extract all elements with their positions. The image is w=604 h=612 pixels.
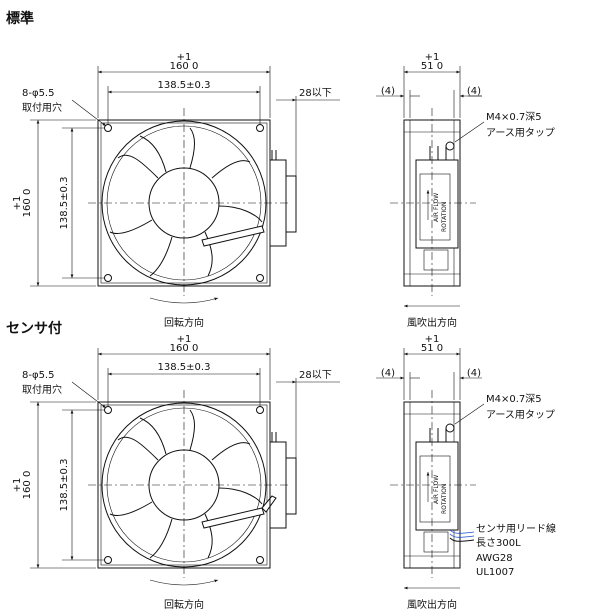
dim-v-outer: 160 0 xyxy=(22,471,33,500)
ground-tap-icon xyxy=(445,423,455,433)
tap-label: アース用タップ xyxy=(486,127,555,139)
dim-outer: 160 0 xyxy=(170,343,199,354)
label-rotation: ROTATION xyxy=(441,484,448,514)
rotation-label: 回転方向 xyxy=(164,316,204,329)
dim-v-pitch: 138.5±0.3 xyxy=(59,177,70,230)
dim-v-outer: 160 0 xyxy=(22,189,33,218)
dim-hole-pitch: 138.5±0.3 xyxy=(158,80,211,91)
dim-outer-tol: +1 xyxy=(177,52,192,63)
side-dim-tol: +1 xyxy=(425,52,440,63)
sensor-lead-wire xyxy=(449,529,475,534)
dim-v-tol: +1 xyxy=(12,196,23,211)
hole-spec: 8-φ5.5 xyxy=(22,370,54,381)
rotation-arrow-icon xyxy=(149,579,219,586)
dim-outer-tol: +1 xyxy=(177,334,192,345)
dim-v-pitch: 138.5±0.3 xyxy=(59,459,70,512)
side-view-sensor: AIR FLOW ROTATION +1 51 0 (4) (4) M4×0.7… xyxy=(376,334,556,611)
tap-label: アース用タップ xyxy=(486,409,555,421)
mounting-holes xyxy=(104,124,264,282)
depth-note: 28以下 xyxy=(299,370,332,381)
dim-outer: 160 0 xyxy=(170,61,199,72)
hole-spec: 8-φ5.5 xyxy=(22,88,54,99)
dim-hole-pitch: 138.5±0.3 xyxy=(158,362,211,373)
fan-blades xyxy=(109,127,263,277)
side-dim-right: (4) xyxy=(467,86,481,97)
side-dim-tol: +1 xyxy=(425,334,440,345)
lead-length: 長さ300L xyxy=(476,537,521,549)
depth-note: 28以下 xyxy=(299,88,332,99)
hole-label: 取付用穴 xyxy=(22,101,62,114)
section-heading-sensor: センサ付 xyxy=(6,321,62,337)
tap-spec: M4×0.7深5 xyxy=(486,111,542,123)
label-airflow: AIR FLOW xyxy=(433,193,440,222)
lead-ul: UL1007 xyxy=(476,567,514,578)
side-view-standard: AIR FLOW ROTATION +1 51 0 (4) (4) M4×0.7… xyxy=(376,52,555,329)
side-dim-left: (4) xyxy=(381,368,395,379)
side-dim-left: (4) xyxy=(381,86,395,97)
side-dim-right: (4) xyxy=(467,368,481,379)
terminal-box-cap xyxy=(285,175,297,233)
label-rotation: ROTATION xyxy=(441,202,448,232)
airflow-label: 風吹出方向 xyxy=(407,316,457,329)
rotation-arrow-icon xyxy=(149,297,219,304)
side-dim-width: 51 0 xyxy=(421,343,443,354)
fan-strut xyxy=(201,225,265,247)
ground-tap-icon xyxy=(445,141,455,151)
front-view-sensor: +1 160 0 138.5±0.3 28以下 8-φ5.5 取付用穴 160 … xyxy=(12,334,340,611)
tap-spec: M4×0.7深5 xyxy=(486,393,542,405)
front-view-standard: +1 160 0 138.5±0.3 28以下 8-φ5.5 取付用穴 160 … xyxy=(12,52,340,329)
side-terminal-box xyxy=(415,159,459,249)
lead-awg: AWG28 xyxy=(476,553,513,564)
section-heading-standard: 標準 xyxy=(6,11,34,27)
dim-v-tol: +1 xyxy=(12,478,23,493)
side-dim-width: 51 0 xyxy=(421,61,443,72)
airflow-label: 風吹出方向 xyxy=(407,598,457,611)
hole-label: 取付用穴 xyxy=(22,383,62,396)
label-airflow: AIR FLOW xyxy=(433,475,440,504)
lead-label: センサ用リード線 xyxy=(476,522,556,535)
rotation-label: 回転方向 xyxy=(164,598,204,611)
